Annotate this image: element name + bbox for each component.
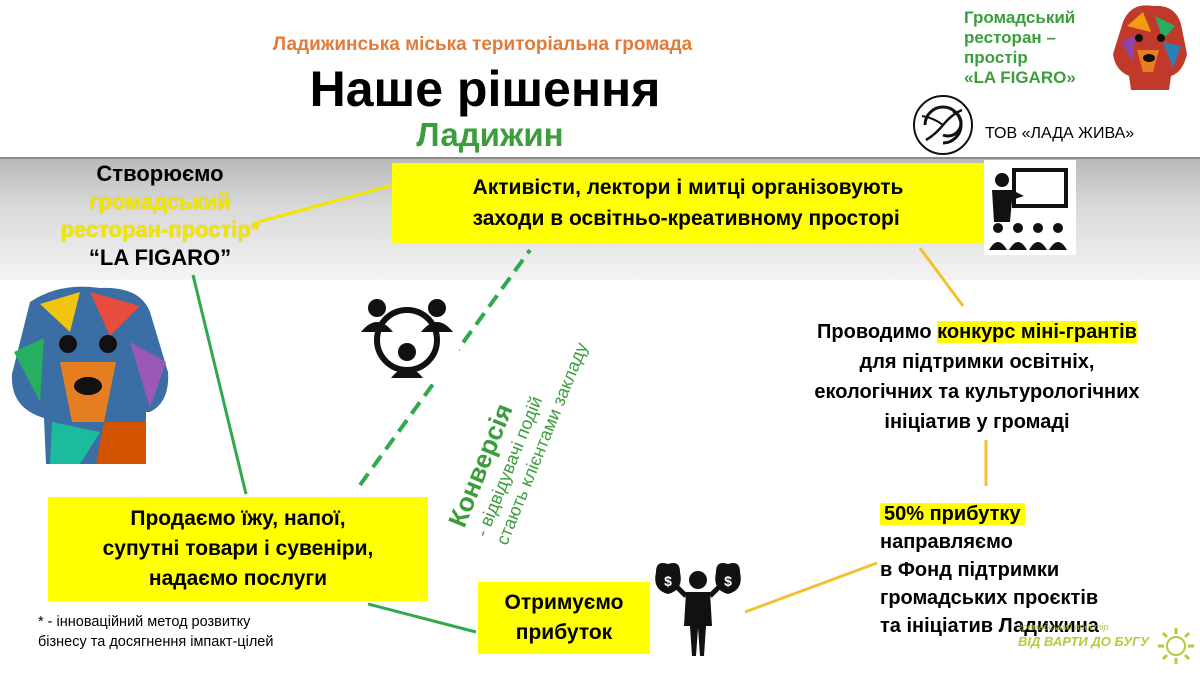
brand-line: Громадський	[964, 8, 1076, 27]
activists-line: Активісти, лектори і митці організовують	[472, 176, 904, 199]
sell-box: Продаємо їжу, напої, супутні товари і су…	[48, 497, 428, 601]
dog-mosaic-icon	[0, 282, 182, 464]
connector-sell-profit	[367, 602, 477, 634]
connector-activists-contest	[918, 247, 965, 307]
connector-create-sell	[191, 274, 248, 495]
activists-box: Активісти, лектори і митці організовують…	[392, 163, 984, 243]
community-name: Ладижинська міська територіальна громада	[272, 34, 693, 55]
fifty-line: громадських проєктів	[880, 587, 1099, 609]
connector-money-fifty	[744, 561, 878, 614]
town-name: Ладижин	[416, 116, 564, 153]
sell-line: Продаємо їжу, напої,	[130, 507, 346, 530]
create-line-highlight: ресторан-простір*	[60, 217, 260, 242]
sell-line: супутні товари і сувеніри,	[102, 537, 374, 560]
businessman-moneybags-icon: $ $	[655, 563, 741, 656]
dog-logo-icon	[1113, 5, 1187, 90]
brand-line: «LA FIGARO»	[964, 68, 1076, 87]
contest-line: екологічних та культурологічних	[814, 381, 1140, 403]
create-restaurant-text: Створюємо громадський ресторан-простір* …	[10, 160, 310, 272]
mini-grants-text: Проводимо конкурс міні-грантів для підтр…	[742, 317, 1200, 437]
page-title: Наше рішення	[309, 61, 661, 117]
fifty-highlight: 50% прибутку	[880, 503, 1025, 525]
create-line: “LA FIGARO”	[88, 245, 232, 270]
svg-text:$: $	[664, 573, 672, 589]
brand-name: Громадський ресторан – простір «LA FIGAR…	[964, 8, 1104, 88]
footnote: * - інноваційний метод розвитку бізнесу …	[38, 612, 368, 652]
people-network-icon	[355, 288, 459, 384]
connector-create-activists	[257, 183, 394, 224]
contest-pre: Проводимо	[817, 321, 938, 343]
brand-line: простір	[964, 48, 1028, 67]
company-name: ТОВ «ЛАДА ЖИВА»	[985, 125, 1135, 142]
activists-line: заходи в освітньо-креативному просторі	[472, 207, 900, 230]
swirl-logo-icon	[913, 95, 973, 155]
brand-line: ресторан –	[964, 28, 1056, 47]
band-divider	[0, 157, 1200, 159]
create-line-highlight: громадський	[89, 189, 231, 214]
create-line: Створюємо	[96, 161, 224, 186]
contest-line: для підтримки освітніх,	[859, 351, 1095, 373]
sell-line: надаємо послуги	[148, 567, 328, 590]
watermark-small: громадський простір	[1018, 622, 1109, 632]
sun-logo-icon	[1158, 628, 1194, 664]
profit-box: Отримуємо прибуток	[478, 582, 650, 654]
teacher-presentation-icon	[984, 160, 1076, 255]
footnote-line: бізнесу та досягнення імпакт-цілей	[38, 634, 274, 650]
contest-line: ініціатив у громаді	[884, 411, 1070, 433]
svg-text:$: $	[724, 573, 732, 589]
contest-highlight: конкурс міні-грантів	[937, 321, 1137, 343]
watermark-text: ВІД ВАРТИ ДО БУГУ	[1018, 634, 1149, 649]
profit-line: Отримуємо	[504, 591, 624, 614]
profit-line: прибуток	[515, 621, 613, 644]
fifty-line: в Фонд підтримки	[880, 559, 1060, 581]
profit-distribution-text: 50% прибутку направляємо в Фонд підтримк…	[880, 500, 1200, 640]
fifty-line: направляємо	[880, 531, 1013, 553]
fifty-line: та ініціатив Ладижина	[880, 615, 1099, 637]
footnote-line: * - інноваційний метод розвитку	[38, 614, 251, 630]
